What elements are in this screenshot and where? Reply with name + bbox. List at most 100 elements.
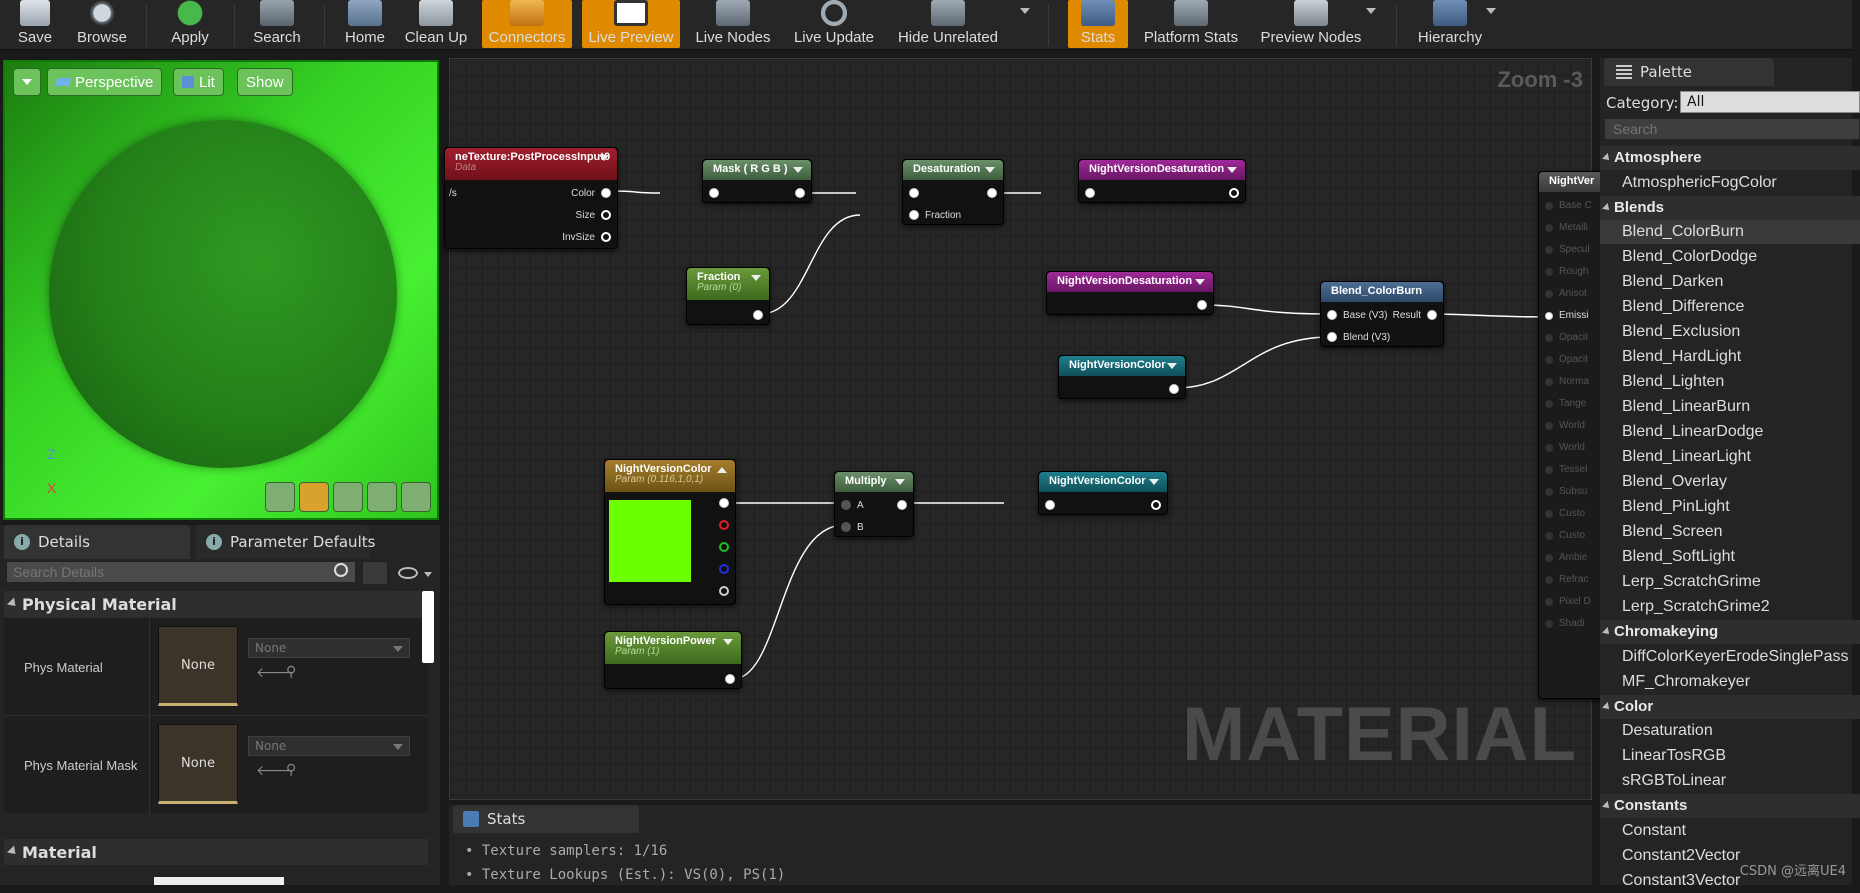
pin-output-color[interactable] <box>601 188 611 198</box>
stats-button[interactable]: Stats <box>1068 0 1128 48</box>
pin-output[interactable] <box>987 188 997 198</box>
phys-material-mask-dropdown[interactable]: None <box>248 736 410 756</box>
pin-input-blend[interactable] <box>1327 332 1337 342</box>
pin-input[interactable] <box>909 188 919 198</box>
category-physical-material[interactable]: Physical Material <box>4 591 428 617</box>
browse-button[interactable]: Browse <box>70 0 134 48</box>
live-update-button[interactable]: Live Update <box>788 0 880 48</box>
viewport-options-button[interactable] <box>13 68 41 96</box>
perspective-button[interactable]: Perspective <box>47 68 163 96</box>
palette-item[interactable]: Blend_ColorBurn <box>1600 220 1860 244</box>
collapse-icon[interactable] <box>599 155 609 161</box>
palette-item[interactable]: Blend_Overlay <box>1622 473 1727 490</box>
tab-details[interactable]: i Details <box>4 525 190 559</box>
pin-output-invsize[interactable] <box>601 232 611 242</box>
clean-up-button[interactable]: Clean Up <box>400 0 472 48</box>
palette-item[interactable]: Blend_Difference <box>1622 298 1745 315</box>
pin-input-b[interactable] <box>841 522 851 532</box>
hide-unrelated-button[interactable]: Hide Unrelated <box>892 0 1004 48</box>
cube-preview-button[interactable] <box>367 482 397 512</box>
collapse-icon[interactable] <box>1227 167 1237 173</box>
connectors-button[interactable]: Connectors <box>482 0 572 48</box>
collapse-icon[interactable] <box>985 167 995 173</box>
palette-item[interactable]: Constant2Vector <box>1622 846 1741 864</box>
palette-item[interactable]: MF_Chromakeyer <box>1622 672 1751 690</box>
node-night-version-desaturation-out[interactable]: NightVersionDesaturation <box>1078 159 1246 203</box>
node-night-version-desaturation-in[interactable]: NightVersionDesaturation <box>1046 271 1214 315</box>
pin-output[interactable] <box>725 674 735 684</box>
palette-item[interactable]: Blend_PinLight <box>1622 498 1730 515</box>
pin-input[interactable] <box>1545 312 1553 320</box>
pin-input[interactable] <box>1545 422 1553 430</box>
node-night-version-color-in[interactable]: NightVersionColor <box>1058 355 1186 399</box>
palette-item[interactable]: sRGBToLinear <box>1622 772 1727 789</box>
palette-item[interactable]: Blend_SoftLight <box>1622 548 1735 565</box>
phys-material-dropdown[interactable]: None <box>248 638 410 658</box>
node-scene-texture[interactable]: neTexture:PostProcessInput0 Data /s Colo… <box>444 147 618 249</box>
search-details-input[interactable] <box>6 561 356 583</box>
palette-item[interactable]: AtmosphericFogColor <box>1622 173 1777 191</box>
custom-mesh-preview-button[interactable] <box>401 482 431 512</box>
phys-material-thumbnail[interactable]: None <box>158 626 238 706</box>
pin-input[interactable] <box>1545 400 1553 408</box>
collapse-icon[interactable] <box>895 479 905 485</box>
save-button[interactable]: Save <box>8 0 62 48</box>
pin-output[interactable] <box>1151 500 1161 510</box>
pin-input[interactable] <box>1545 620 1553 628</box>
details-scrollbar[interactable] <box>422 591 434 663</box>
pin-output-a[interactable] <box>719 586 729 596</box>
node-multiply[interactable]: Multiply A B <box>834 471 914 537</box>
pin-output-r[interactable] <box>719 520 729 530</box>
pin-input[interactable] <box>1545 532 1553 540</box>
collapse-icon[interactable] <box>751 275 761 281</box>
category-select[interactable]: All <box>1680 91 1860 113</box>
lit-button[interactable]: Lit <box>173 68 224 96</box>
pin-input[interactable] <box>1545 290 1553 298</box>
preview-nodes-button[interactable]: Preview Nodes <box>1256 0 1366 48</box>
pin-input[interactable] <box>1545 334 1553 342</box>
phys-material-mask-thumbnail[interactable]: None <box>158 724 238 804</box>
tab-parameter-defaults[interactable]: i Parameter Defaults <box>196 525 375 559</box>
pin-output[interactable] <box>1169 384 1179 394</box>
pin-input[interactable] <box>1045 500 1055 510</box>
pin-input[interactable] <box>1085 188 1095 198</box>
node-night-version-power[interactable]: NightVersionPower Param (1) <box>604 631 742 689</box>
hide-unrelated-dropdown-icon[interactable] <box>1020 8 1030 14</box>
pin-input[interactable] <box>1545 246 1553 254</box>
palette-item[interactable]: Blend_Darken <box>1622 273 1724 290</box>
palette-item[interactable]: Blend_Exclusion <box>1622 323 1741 340</box>
pin-output[interactable] <box>897 500 907 510</box>
pin-output-size[interactable] <box>601 210 611 220</box>
category-material[interactable]: Material <box>4 839 428 865</box>
arrow-left-icon[interactable]: 🡐 <box>256 763 294 779</box>
hierarchy-dropdown-icon[interactable] <box>1486 8 1496 14</box>
platform-stats-button[interactable]: Platform Stats <box>1140 0 1242 48</box>
palette-item[interactable]: LinearTosRGB <box>1622 747 1727 764</box>
pin-input[interactable] <box>1545 510 1553 518</box>
collapse-icon[interactable] <box>793 167 803 173</box>
pin-input[interactable] <box>1545 224 1553 232</box>
collapse-icon[interactable] <box>717 467 727 473</box>
palette-item[interactable]: Blend_Lighten <box>1622 373 1725 390</box>
pin-output[interactable] <box>1197 300 1207 310</box>
eye-dropdown-icon[interactable] <box>424 572 432 577</box>
palette-category[interactable]: Blends <box>1600 195 1860 220</box>
browse-icon[interactable]: ⚲ <box>286 664 297 680</box>
palette-item[interactable]: Lerp_ScratchGrime2 <box>1622 598 1770 615</box>
pin-input[interactable] <box>709 188 719 198</box>
node-mask-rgb[interactable]: Mask ( R G B ) <box>702 159 812 203</box>
pin-input[interactable] <box>1545 554 1553 562</box>
node-desaturation[interactable]: Desaturation Fraction <box>902 159 1004 225</box>
sphere-preview-button[interactable] <box>299 482 329 512</box>
collapse-icon[interactable] <box>723 639 733 645</box>
live-preview-button[interactable]: Live Preview <box>582 0 680 48</box>
palette-item[interactable]: Constant3Vector <box>1622 871 1741 889</box>
pin-input[interactable] <box>1545 488 1553 496</box>
pin-input[interactable] <box>1545 598 1553 606</box>
palette-item[interactable]: Blend_LinearBurn <box>1622 398 1751 415</box>
node-fraction-param[interactable]: Fraction Param (0) <box>686 267 770 325</box>
pin-output-g[interactable] <box>719 542 729 552</box>
pin-input[interactable] <box>1545 466 1553 474</box>
palette-category[interactable]: Color <box>1600 694 1860 719</box>
live-nodes-button[interactable]: Live Nodes <box>690 0 776 48</box>
